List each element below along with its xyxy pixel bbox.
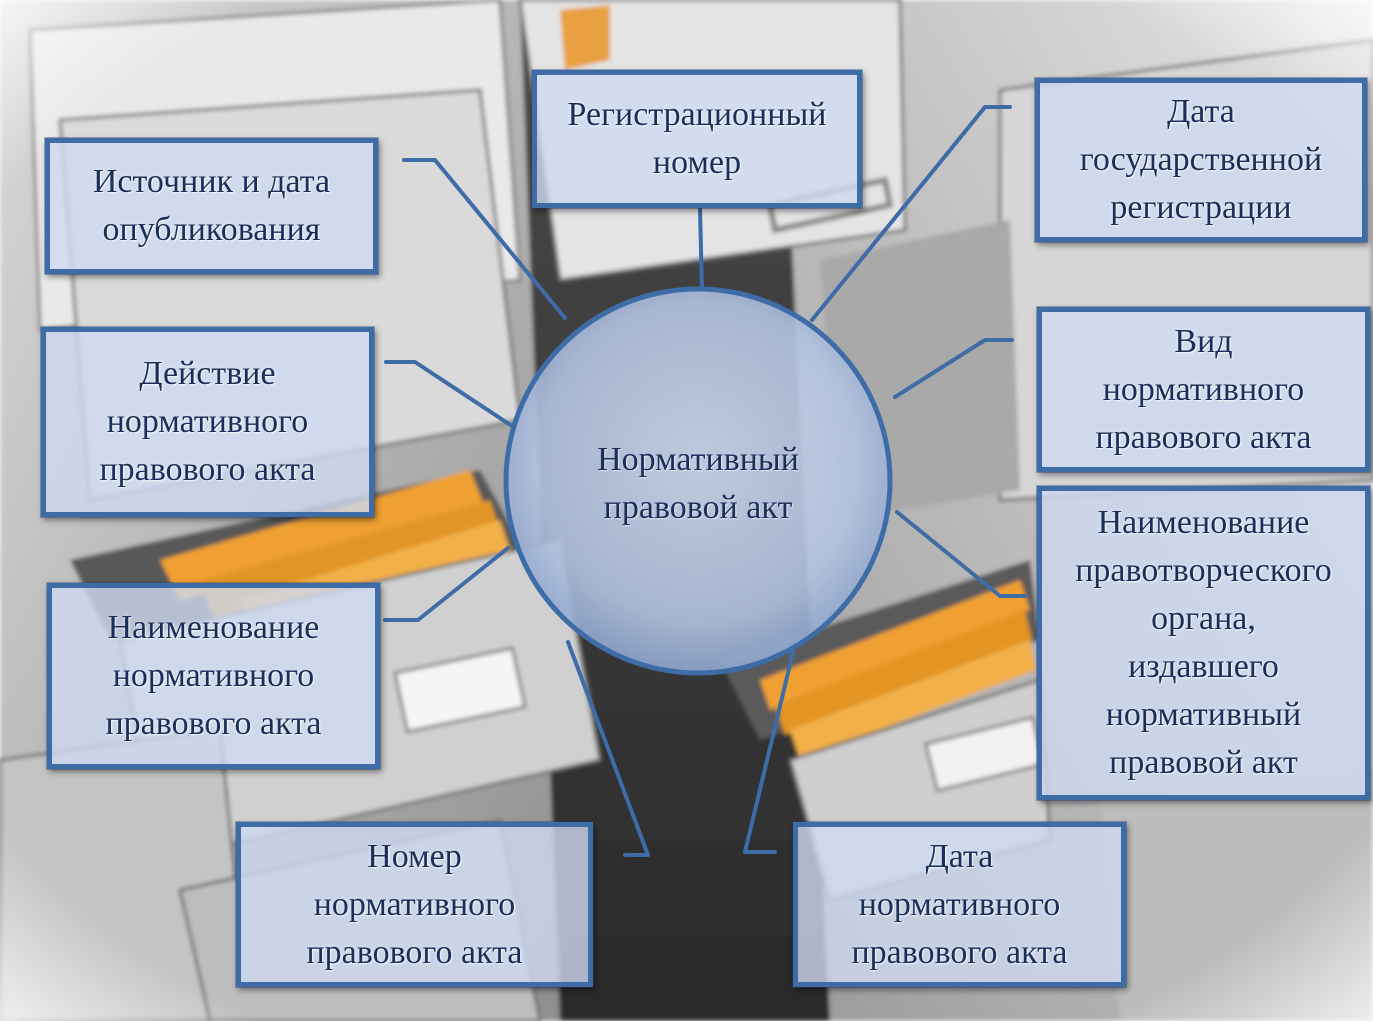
connector-lines: [383, 105, 1027, 857]
node-text-line: правовой акт: [1109, 744, 1298, 781]
node-text-line: правового акта: [105, 705, 322, 742]
node-text-line: номер: [652, 144, 742, 181]
node-text-line: Источник и дата: [92, 163, 331, 200]
connector-registration-number: [698, 206, 704, 294]
connector-source-publication: [402, 158, 567, 320]
connector-act-type: [893, 338, 1014, 399]
central-hub-line-1: Нормативный: [597, 441, 799, 478]
node-text-line: Наименование: [107, 609, 320, 646]
node-issuing-body: Наименование правотворческого органа, из…: [1037, 486, 1370, 800]
node-text-line: Дата: [925, 837, 994, 875]
node-text-line: нормативного: [313, 885, 516, 923]
node-act-effect: Действие нормативного правового акта: [41, 327, 374, 517]
node-text-line: органа,: [1151, 600, 1256, 637]
connector-issuing-body: [895, 510, 1027, 598]
node-text-line: нормативного: [858, 885, 1061, 923]
node-act-name: Наименование нормативного правового акта: [47, 583, 380, 769]
connector-act-effect: [384, 360, 514, 428]
node-registration-date: Дата государственной регистрации: [1035, 78, 1367, 242]
central-hub-label: Нормативный правовой акт: [510, 436, 886, 532]
node-registration-number: Регистрационный номер: [532, 70, 862, 208]
central-hub-circle: [503, 286, 893, 676]
node-text-line: Дата: [1167, 93, 1235, 130]
node-text-line: регистрации: [1110, 189, 1292, 226]
central-hub-line-2: правовой акт: [603, 489, 793, 526]
node-text-line: нормативного: [1102, 370, 1305, 408]
node-text-line: нормативного: [106, 403, 309, 440]
connector-registration-date: [810, 105, 1012, 322]
connector-act-name: [383, 546, 510, 622]
node-text-line: Регистрационный: [567, 96, 827, 133]
connector-act-date: [743, 650, 795, 854]
node-text-line: правотворческого: [1075, 552, 1332, 589]
node-text-line: нормативный: [1105, 696, 1302, 733]
node-act-date: Дата нормативного правового акта: [793, 822, 1126, 987]
node-text-line: Вид: [1174, 322, 1233, 360]
node-act-number: Номер нормативного правового акта: [236, 822, 593, 987]
node-text-line: правового акта: [1095, 418, 1312, 456]
node-text-line: правового акта: [306, 933, 523, 971]
node-act-type: Вид нормативного правового акта: [1037, 307, 1370, 472]
node-text-line: правового акта: [99, 451, 316, 488]
node-text-line: Наименование: [1097, 504, 1310, 541]
node-text-line: Номер: [367, 837, 462, 875]
node-text-line: опубликования: [102, 211, 321, 248]
node-text-line: издавшего: [1128, 648, 1279, 685]
connector-act-number: [566, 640, 650, 857]
node-text-line: правового акта: [851, 933, 1068, 971]
node-text-line: нормативного: [112, 657, 315, 694]
node-text-line: государственной: [1079, 141, 1323, 178]
node-source-publication: Источник и дата опубликования: [45, 138, 378, 274]
node-text-line: Действие: [139, 355, 276, 392]
